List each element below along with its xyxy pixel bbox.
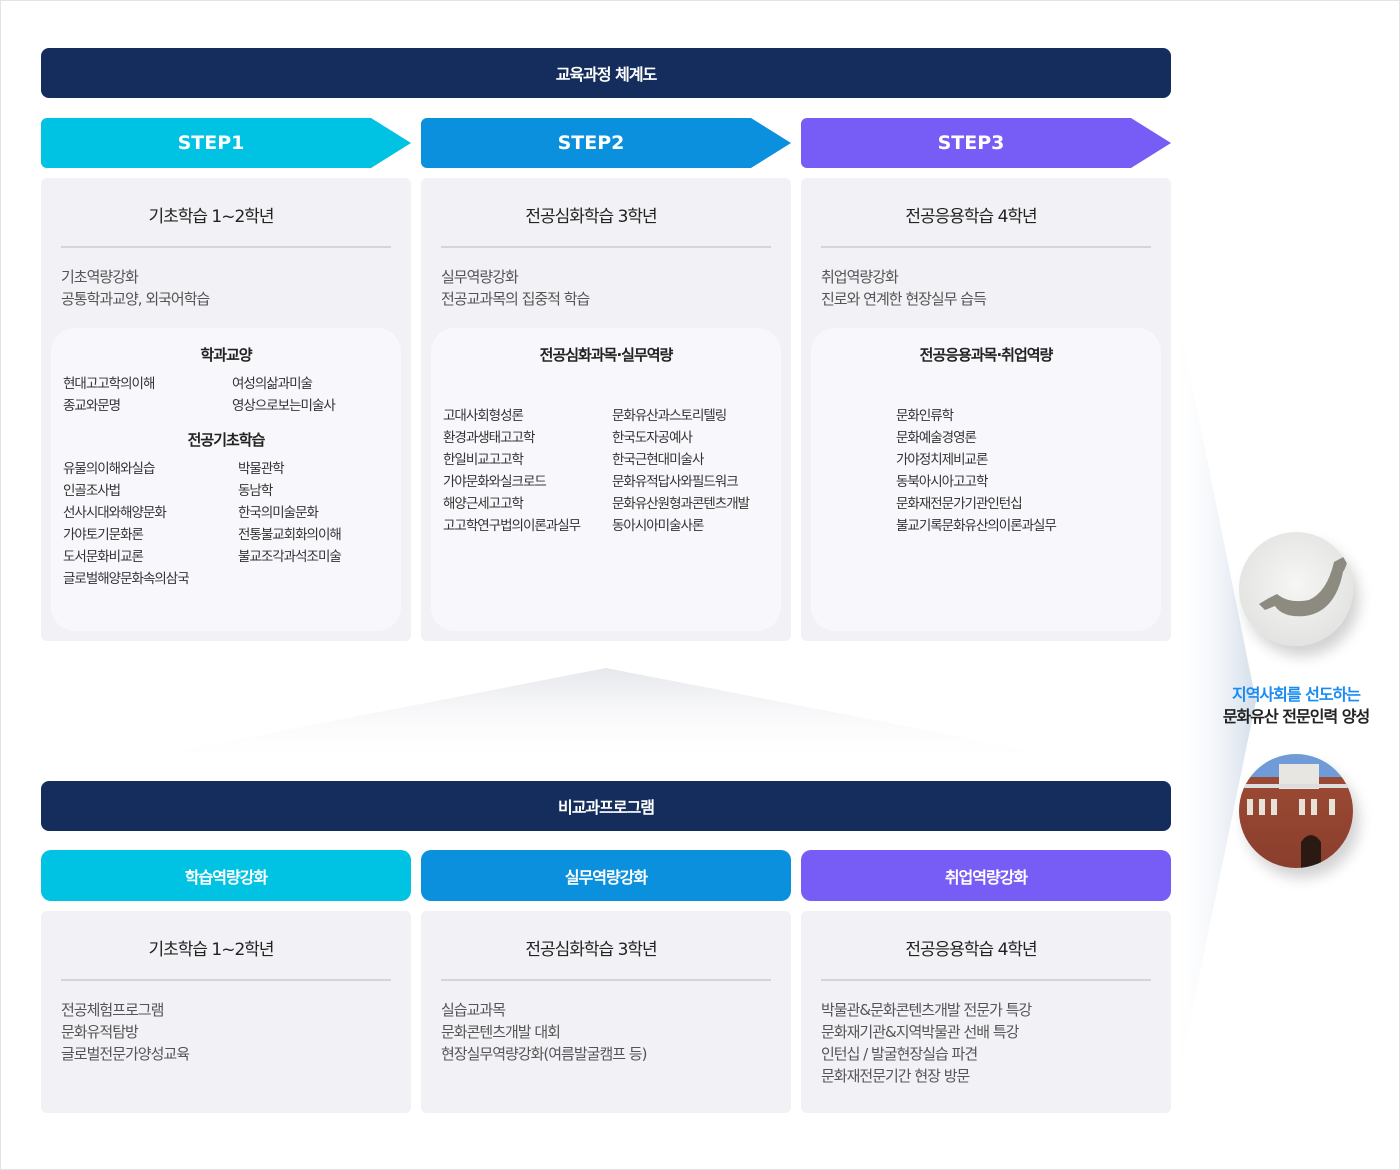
side-decoration	[1171, 281, 1256, 1113]
course-group-title: 학과교양	[200, 346, 252, 364]
program-item: 문화콘텐츠개발 대회	[441, 1023, 561, 1041]
building-image	[1239, 754, 1353, 868]
program-item: 인턴십 / 발굴현장실습 파견	[821, 1045, 978, 1063]
course-item: 유물의이해와실습	[63, 461, 155, 477]
course-item: 문화유산원형과콘텐츠개발	[612, 496, 750, 512]
step-3-tab[interactable]: STEP3	[801, 118, 1171, 168]
course-item: 문화유산과스토리텔링	[612, 408, 727, 424]
course-item: 문화인류학	[896, 408, 954, 424]
side-slogan-1: 지역사회를 선도하는	[1231, 685, 1361, 704]
description-line: 전공교과목의 집중적 학습	[441, 290, 590, 308]
course-item: 동아시아미술사론	[612, 518, 704, 534]
card-title: 기초학습 1~2학년	[61, 935, 391, 981]
description-line: 기초역량강화	[61, 268, 139, 286]
program-item: 문화재전문기간 현장 방문	[821, 1067, 970, 1085]
description-line: 진로와 연계한 현장실무 습득	[821, 290, 987, 308]
course-item: 고고학연구법의이론과실무	[443, 518, 581, 534]
card-title: 전공응용학습 4학년	[821, 202, 1151, 248]
course-item: 도서문화비교론	[63, 549, 144, 565]
program-item: 문화유적탐방	[61, 1023, 139, 1041]
course-group-title: 전공기초학습	[187, 431, 266, 449]
course-item: 가야문화와실크로드	[443, 474, 547, 490]
course-item: 한일비교고고학	[443, 452, 524, 468]
side-slogan-2: 문화유산 전문인력 양성	[1222, 707, 1370, 726]
card-title: 전공심화학습 3학년	[441, 202, 771, 248]
course-item: 한국의미술문화	[238, 505, 319, 521]
course-item: 문화예술경영론	[896, 430, 977, 446]
course-item: 한국도자공예사	[612, 430, 693, 446]
course-item: 환경과생태고고학	[443, 430, 535, 446]
course-item: 가야정치제비교론	[896, 452, 988, 468]
extracurricular-header: 비교과프로그램	[41, 781, 1171, 831]
course-item: 글로벌해양문화속의삼국	[63, 571, 190, 587]
course-item: 선사시대와해양문화	[63, 505, 167, 521]
program-tab-3[interactable]: 취업역량강화	[801, 850, 1171, 901]
course-item: 현대고고학의이해	[63, 376, 155, 392]
description-line: 실무역량강화	[441, 268, 519, 286]
card-title: 전공심화학습 3학년	[441, 935, 771, 981]
course-item: 동북아시아고고학	[896, 474, 988, 490]
course-item: 여성의삶과미술	[232, 376, 313, 392]
curriculum-header: 교육과정 체계도	[41, 48, 1171, 98]
description-line: 취업역량강화	[821, 268, 899, 286]
step-1-tab[interactable]: STEP1	[41, 118, 411, 168]
course-item: 영상으로보는미술사	[232, 398, 336, 414]
course-item: 종교와문명	[63, 398, 121, 414]
card-title: 기초학습 1~2학년	[61, 202, 391, 248]
program-item: 박물관&문화콘텐츠개발 전문가 특강	[821, 1001, 1032, 1019]
course-item: 문화재전문가기관인턴십	[896, 496, 1023, 512]
artifact-image	[1239, 532, 1353, 646]
course-item: 인골조사법	[63, 483, 121, 499]
program-item: 전공체험프로그램	[61, 1001, 164, 1019]
course-item: 해양근세고고학	[443, 496, 524, 512]
step-2-tab[interactable]: STEP2	[421, 118, 791, 168]
program-tab-1[interactable]: 학습역량강화	[41, 850, 411, 901]
course-item: 동남학	[238, 483, 273, 499]
program-item: 글로벌전문가양성교육	[61, 1045, 190, 1063]
program-item: 문화재기관&지역박물관 선배 특강	[821, 1023, 1019, 1041]
program-item: 실습교과목	[441, 1001, 506, 1019]
course-item: 고대사회형성론	[443, 408, 524, 424]
program-tab-2[interactable]: 실무역량강화	[421, 850, 791, 901]
course-item: 가야토기문화론	[63, 527, 144, 543]
course-item: 문화유적답사와필드워크	[612, 474, 739, 490]
course-group-title: 전공응용과목·취업역량	[919, 346, 1054, 364]
course-item: 한국근현대미술사	[612, 452, 704, 468]
course-item: 불교기록문화유산의이론과실무	[896, 518, 1057, 534]
course-item: 불교조각과석조미술	[238, 549, 342, 565]
description-line: 공통학과교양, 외국어학습	[61, 290, 210, 308]
program-item: 현장실무역량강화(여름발굴캠프 등)	[441, 1045, 647, 1063]
funnel-decoration	[101, 668, 1111, 766]
course-item: 박물관학	[238, 461, 285, 477]
course-group-title: 전공심화과목·실무역량	[539, 346, 674, 364]
card-title: 전공응용학습 4학년	[821, 935, 1151, 981]
course-item: 전통불교회화의이해	[238, 527, 342, 543]
